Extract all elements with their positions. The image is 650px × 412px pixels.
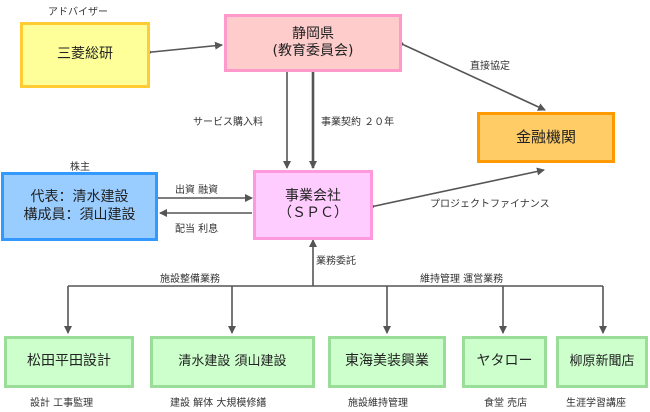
contractor-box-shimizu-suyama: 清水建設 須山建設	[150, 336, 315, 388]
mitsubishi-box: 三菱総研	[20, 22, 150, 88]
mitsubishi-name: 三菱総研	[57, 46, 113, 63]
invest-finance-label: 出資 融資	[175, 185, 219, 196]
contractor-box-yataro: ヤタロー	[462, 336, 547, 388]
adviser-label: アドバイザー	[48, 7, 108, 18]
business-commission-label: 業務委託	[316, 256, 356, 267]
project-finance-label: プロジェクトファイナンス	[430, 199, 550, 210]
contractor-name: 松田平田設計	[27, 353, 111, 370]
maintenance-operation-label: 維持管理 運営業務	[420, 274, 504, 285]
arrow-adviser-prefecture	[144, 41, 223, 57]
contractor-name: 東海美装興業	[345, 353, 429, 370]
bank-box: 金融機関	[477, 112, 615, 163]
spc-sub: （ＳＰＣ）	[278, 205, 348, 221]
contractor-box-yanagihara: 柳原新聞店	[556, 336, 648, 388]
spc-name: 事業会社	[285, 187, 341, 204]
role-c1: 設計 工事監理	[30, 398, 94, 409]
investors-box: 代表：清水建設 構成員：須山建設	[1, 172, 158, 241]
service-fee-label: サービス購入料	[193, 117, 263, 128]
bank-name: 金融機関	[515, 128, 576, 147]
prefecture-name: 静岡県	[292, 25, 334, 42]
role-c2: 建設 解体 大規模修繕	[170, 398, 267, 409]
contractor-name: ヤタロー	[476, 353, 533, 370]
spc-box: 事業会社 （ＳＰＣ）	[253, 170, 373, 240]
role-c4: 食堂 売店	[484, 398, 528, 409]
role-c5: 生涯学習講座	[566, 398, 626, 409]
investor-representative: 代表：清水建設	[30, 189, 129, 205]
contractor-box-tokai: 東海美装興業	[328, 336, 446, 388]
contract-label: 事業契約 ２０年	[321, 117, 395, 128]
direct-agreement-label: 直接協定	[470, 61, 510, 72]
prefecture-box: 静岡県 (教育委員会)	[224, 14, 402, 72]
shareholder-label: 株主	[70, 162, 90, 173]
prefecture-sub: (教育委員会)	[272, 43, 354, 59]
arrow-project-finance	[367, 167, 545, 212]
dividend-interest-label: 配当 利息	[175, 224, 219, 235]
contractor-box-matsuda: 松田平田設計	[4, 336, 134, 388]
arrow-prefecture-bank	[395, 38, 546, 111]
contractor-name: 柳原新聞店	[569, 353, 635, 369]
role-c3: 施設維持管理	[348, 398, 408, 409]
investor-member: 構成員：須山建設	[23, 206, 136, 223]
facility-maintenance-label: 施設整備業務	[160, 274, 220, 285]
contractor-name: 清水建設 須山建設	[178, 353, 287, 369]
